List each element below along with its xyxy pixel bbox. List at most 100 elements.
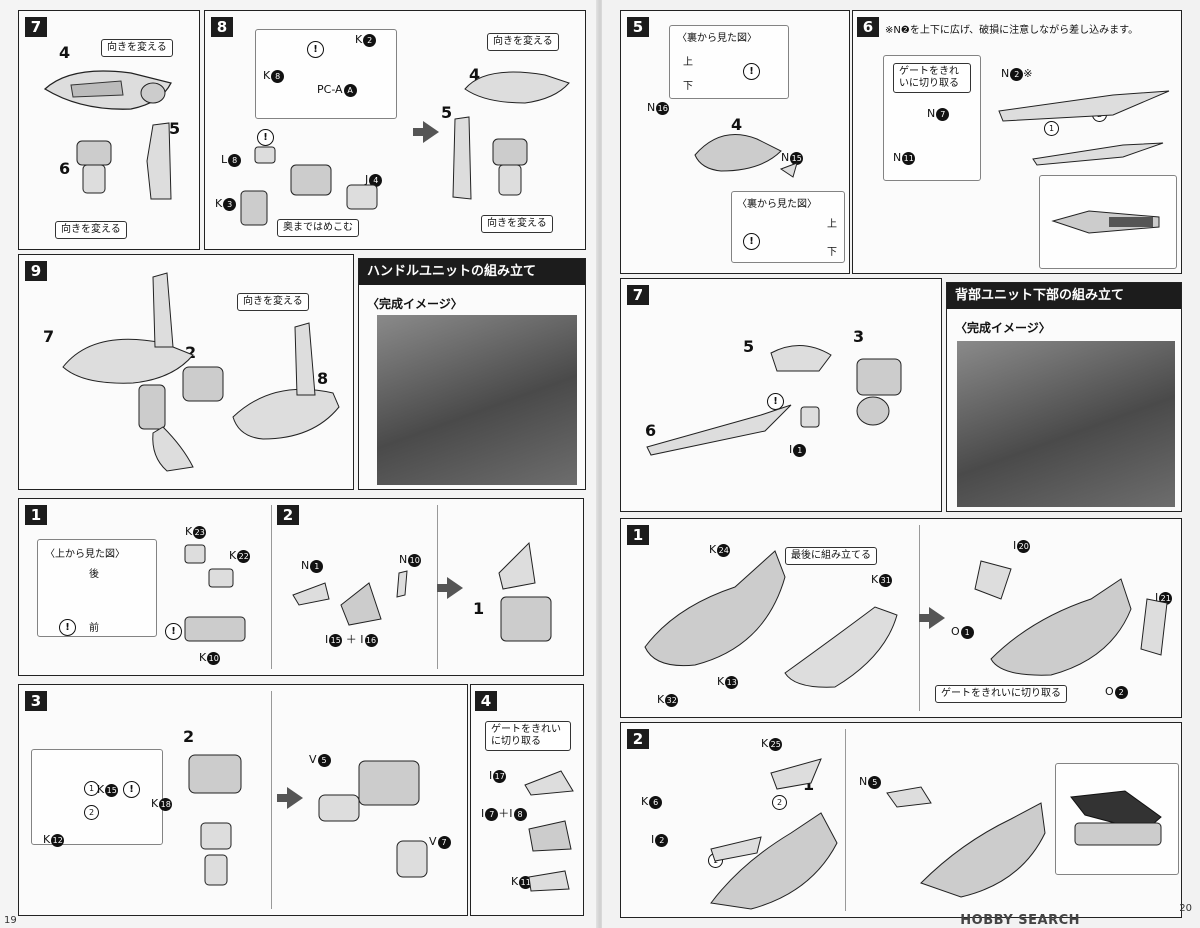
- part-drawing: [188, 754, 242, 886]
- part-label: 5: [743, 337, 755, 356]
- callout-push-in: 奥まではめこむ: [277, 219, 359, 237]
- instruction-note: ※N❷を上下に広げ、破損に注意しながら差し込みます。: [885, 25, 1139, 36]
- part-drawing: [998, 90, 1170, 166]
- back-unit-panel: 背部ユニット下部の組み立て 〈完成イメージ〉: [946, 282, 1182, 512]
- callout-last: 最後に組み立てる: [785, 547, 877, 565]
- section-title: 背部ユニット下部の組み立て: [947, 283, 1181, 309]
- part-drawing: [646, 344, 902, 456]
- callout-gate: ゲートをきれいに切り取る: [485, 721, 571, 751]
- top-view-label: 〈上から見た図〉: [45, 549, 125, 560]
- part-drawing: [292, 570, 408, 626]
- callout-gate: ゲートをきれいに切り取る: [935, 685, 1067, 703]
- down-label: 下: [683, 81, 693, 92]
- callout-gate: ゲートをきれいに切り取る: [893, 63, 971, 93]
- callout-rotate: 向きを変える: [237, 293, 309, 311]
- part-drawing: [1051, 210, 1160, 234]
- step-number: 5: [627, 17, 649, 37]
- part-drawing: [644, 550, 898, 688]
- part-drawing: [76, 140, 112, 194]
- caution-icon: !: [165, 623, 182, 640]
- part-label: 2: [185, 343, 197, 362]
- part-drawing: [184, 544, 246, 642]
- part-drawing: [524, 770, 574, 892]
- caution-icon: !: [257, 129, 274, 146]
- order-1: 1: [1043, 121, 1059, 136]
- top-view-box: [37, 539, 157, 637]
- part-drawing: [146, 122, 172, 200]
- order-2: 2: [771, 795, 787, 810]
- section-title: ハンドルユニットの組み立て: [359, 259, 585, 285]
- down-label: 下: [827, 247, 837, 258]
- part-label: 6: [59, 159, 71, 178]
- image-caption: 〈完成イメージ〉: [367, 297, 463, 311]
- back-view-box: [731, 191, 845, 263]
- step-6-panel: 6 ※N❷を上下に広げ、破損に注意しながら差し込みます。 ゲートをきれいに切り取…: [852, 10, 1182, 274]
- page-number: 19: [4, 915, 17, 926]
- step-number: 7: [627, 285, 649, 305]
- caution-icon: !: [743, 233, 760, 250]
- next-arrow: [919, 607, 945, 629]
- callout-rotate: 向きを変える: [481, 215, 553, 233]
- step-number: 7: [25, 17, 47, 37]
- step-number: 6: [857, 17, 879, 37]
- caution-icon: !: [767, 393, 784, 410]
- page-number: 20: [1179, 903, 1192, 914]
- up-label: 上: [827, 219, 837, 230]
- step-9-panel: 9 7 2 8 向きを変える: [18, 254, 354, 490]
- back-label: 後: [89, 569, 99, 580]
- caution-icon: !: [743, 63, 760, 80]
- callout-rotate: 向きを変える: [487, 33, 559, 51]
- order-2: 2: [83, 805, 99, 820]
- step-number: 2: [627, 729, 649, 749]
- part-label: 8: [317, 369, 329, 388]
- part-drawing: [710, 758, 838, 910]
- part-drawing: [498, 541, 552, 642]
- step-7-panel: 7 4 向きを変える 5 6 向きを変える: [18, 10, 200, 250]
- part-drawing: [240, 146, 378, 226]
- completed-image: [377, 315, 577, 485]
- step-number: 1: [627, 525, 649, 545]
- part-drawing: [43, 70, 172, 110]
- step-number: 8: [211, 17, 233, 37]
- next-arrow: [437, 577, 463, 599]
- caution-icon: !: [307, 41, 324, 58]
- part-label: 2: [183, 727, 195, 746]
- part-label: 5: [441, 103, 453, 122]
